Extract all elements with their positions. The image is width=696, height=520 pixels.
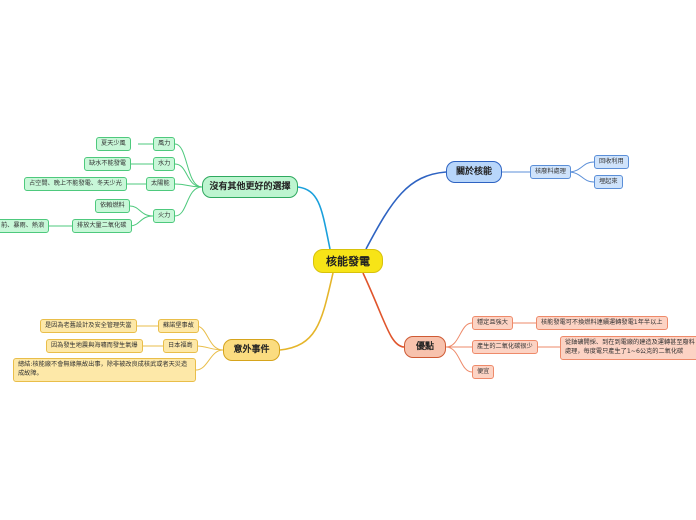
- topic-chernobyl[interactable]: 蘇諾堡事故: [158, 319, 199, 333]
- branch-about-nuclear[interactable]: 關於核能: [446, 161, 502, 183]
- note-wind[interactable]: 夏天少風: [96, 137, 131, 151]
- link-alt-thermal: [174, 186, 203, 217]
- note-stable[interactable]: 核能發電可不換燃料連續運轉發電1年半以上: [536, 316, 668, 330]
- topic-recycle[interactable]: 回收利用: [594, 155, 629, 169]
- link-acc-fukushima: [195, 345, 224, 351]
- branch-alternatives[interactable]: 沒有其他更好的選擇: [202, 176, 298, 198]
- topic-stable[interactable]: 穩定且強大: [472, 316, 513, 330]
- link-adv-stable: [445, 322, 473, 348]
- link-central-advantages: [362, 272, 405, 348]
- link-alt-wind: [174, 143, 203, 188]
- topic-solar[interactable]: 太陽能: [146, 177, 175, 191]
- link-central-about: [365, 171, 447, 250]
- link-adv-cheap: [445, 346, 473, 373]
- branch-accidents[interactable]: 意外事件: [223, 339, 280, 361]
- link-alt-hydro: [174, 163, 203, 188]
- topic-cheap[interactable]: 便宜: [472, 365, 495, 379]
- topic-fukushima[interactable]: 日本福島: [163, 339, 198, 353]
- branch-advantages[interactable]: 優點: [404, 336, 446, 358]
- link-acc-summary: [195, 349, 224, 371]
- note-chernobyl[interactable]: 是因為老舊設計及安全管理失當: [40, 319, 137, 333]
- note-fukushima[interactable]: 因為發生地震與海嘯而發生氣爆: [46, 339, 143, 353]
- link-waste-bury: [567, 171, 595, 183]
- note-solar[interactable]: 占空間、晚上不能發電、冬天少光: [24, 177, 127, 191]
- note-climate-effects[interactable]: 前、暴雨、熱浪: [0, 219, 50, 233]
- link-waste-recycle: [567, 161, 595, 173]
- topic-hydro[interactable]: 水力: [153, 157, 176, 171]
- link-thermal-dependency: [129, 205, 154, 217]
- link-thermal-emission: [129, 215, 154, 227]
- topic-thermal[interactable]: 火力: [153, 209, 176, 223]
- note-thermal-dependency[interactable]: 依賴燃料: [95, 199, 130, 213]
- link-central-alternatives: [297, 186, 331, 250]
- topic-waste-handling[interactable]: 核廢料處理: [530, 165, 571, 179]
- note-hydro[interactable]: 缺水不能發電: [84, 157, 132, 171]
- note-thermal-emission[interactable]: 排放大量二氧化碳: [72, 219, 132, 233]
- topic-low-co2[interactable]: 產生的二氧化碳很少: [472, 340, 538, 354]
- topic-bury[interactable]: 埋起來: [594, 175, 623, 189]
- note-accidents-summary[interactable]: 總結:核能廠不會無緣無故出事，除非被改良成核武或者天災造成故障。: [13, 358, 196, 382]
- topic-wind[interactable]: 風力: [153, 137, 176, 151]
- link-central-accidents: [279, 272, 334, 351]
- note-low-co2[interactable]: 從鈾礦開採、到在到電廠的建造及運轉甚至廢料處理，每度電只產生了1~6公克的二氧化…: [560, 336, 696, 360]
- central-topic[interactable]: 核能發電: [313, 249, 383, 273]
